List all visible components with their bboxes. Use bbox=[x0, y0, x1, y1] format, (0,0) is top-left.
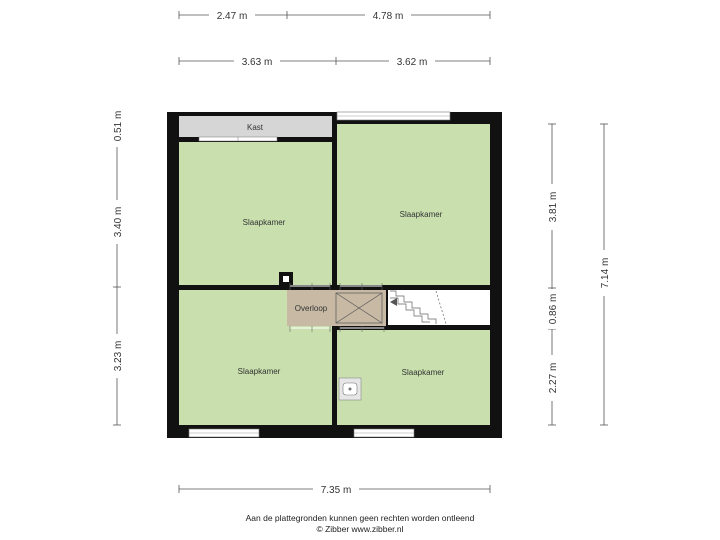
door-ticks bbox=[289, 283, 385, 332]
label-bedroom-top-left: Slaapkamer bbox=[243, 218, 286, 227]
dim-top-row2-left: 3.63 m bbox=[242, 57, 273, 68]
stair-void-icon bbox=[335, 292, 383, 324]
window-bottom-left bbox=[188, 428, 260, 438]
dim-left-top: 0.51 m bbox=[113, 111, 124, 142]
room-landing bbox=[287, 290, 333, 326]
dimension-lines-left bbox=[110, 105, 124, 426]
dimension-lines-bottom bbox=[178, 482, 491, 495]
room-bedroom-top-left bbox=[179, 142, 332, 285]
dim-right-bottom: 2.27 m bbox=[548, 363, 559, 394]
dimension-lines-top bbox=[178, 8, 491, 67]
kast-door bbox=[198, 136, 278, 142]
dim-top-row1-right: 4.78 m bbox=[373, 11, 404, 22]
dim-bottom-total: 7.35 m bbox=[321, 485, 352, 496]
label-bedroom-bottom-left: Slaapkamer bbox=[238, 367, 281, 376]
staircase bbox=[388, 290, 490, 325]
dim-top-row2-right: 3.62 m bbox=[397, 57, 428, 68]
stairs-icon bbox=[390, 290, 447, 325]
window-bottom-right bbox=[353, 428, 415, 438]
column-void bbox=[283, 276, 289, 282]
label-bedroom-bottom-right: Slaapkamer bbox=[402, 368, 445, 377]
footer-disclaimer: Aan de plattegronden kunnen geen rechten… bbox=[245, 513, 475, 523]
room-kast bbox=[179, 116, 332, 137]
room-bedroom-top-right bbox=[337, 124, 490, 285]
dim-left-mid: 3.40 m bbox=[113, 207, 124, 238]
dim-top-row1-left: 2.47 m bbox=[217, 11, 248, 22]
room-bedroom-bottom-right bbox=[337, 330, 490, 425]
dimension-lines-right bbox=[545, 123, 611, 426]
footer-copyright: © Zibber www.zibber.nl bbox=[316, 524, 404, 534]
label-bedroom-top-right: Slaapkamer bbox=[400, 210, 443, 219]
dim-right-total: 7.14 m bbox=[600, 258, 611, 289]
label-landing: Overloop bbox=[295, 304, 328, 313]
dim-left-bottom: 3.23 m bbox=[113, 341, 124, 372]
dim-right-mid: 0.86 m bbox=[548, 294, 559, 325]
dim-right-top: 3.81 m bbox=[548, 192, 559, 223]
window-top-right bbox=[336, 111, 451, 121]
label-kast: Kast bbox=[247, 123, 264, 132]
washbasin-icon bbox=[338, 377, 362, 401]
